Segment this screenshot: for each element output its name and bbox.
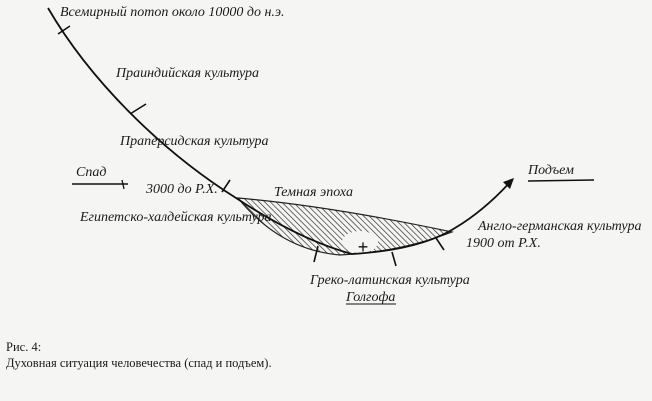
rise-line <box>527 179 595 182</box>
rise-arrowhead <box>503 178 514 189</box>
figure-caption-number: Рис. 4: <box>6 340 42 354</box>
label-date-1900: 1900 от Р.Х. <box>466 236 541 251</box>
label-golgotha: Голгофа <box>345 290 395 305</box>
label-date-3000: 3000 до Р.Х. <box>145 182 218 197</box>
tick-proto-persian <box>221 179 231 193</box>
cross-icon: + <box>358 237 369 257</box>
tick-proto-indian <box>129 103 147 115</box>
label-flood: Всемирный потоп около 10000 до н.э. <box>60 5 285 20</box>
label-anglo-german: Англо-германская культура <box>477 219 641 234</box>
decline-rise-curve <box>47 7 513 255</box>
tick-greco-latin-right <box>391 251 397 267</box>
tick-flood <box>57 25 71 35</box>
label-rise: Подъем <box>527 163 574 178</box>
label-proto-indian: Праиндийская культура <box>115 66 259 81</box>
label-decline: Спад <box>76 165 106 180</box>
tick-anglo-german <box>435 237 445 251</box>
label-dark-age: Темная эпоха <box>274 185 353 200</box>
decline-line-tick <box>121 179 125 190</box>
figure-caption-text: Духовная ситуация человечества (спад и п… <box>6 356 272 370</box>
label-egypt-chaldea: Египетско-халдейская культура <box>79 210 272 225</box>
golgotha-light-spot <box>342 231 378 253</box>
label-proto-persian: Праперсидская культура <box>119 134 269 149</box>
label-greco-latin: Греко-латинская культура <box>309 273 470 288</box>
tick-greco-latin-left <box>313 245 319 263</box>
